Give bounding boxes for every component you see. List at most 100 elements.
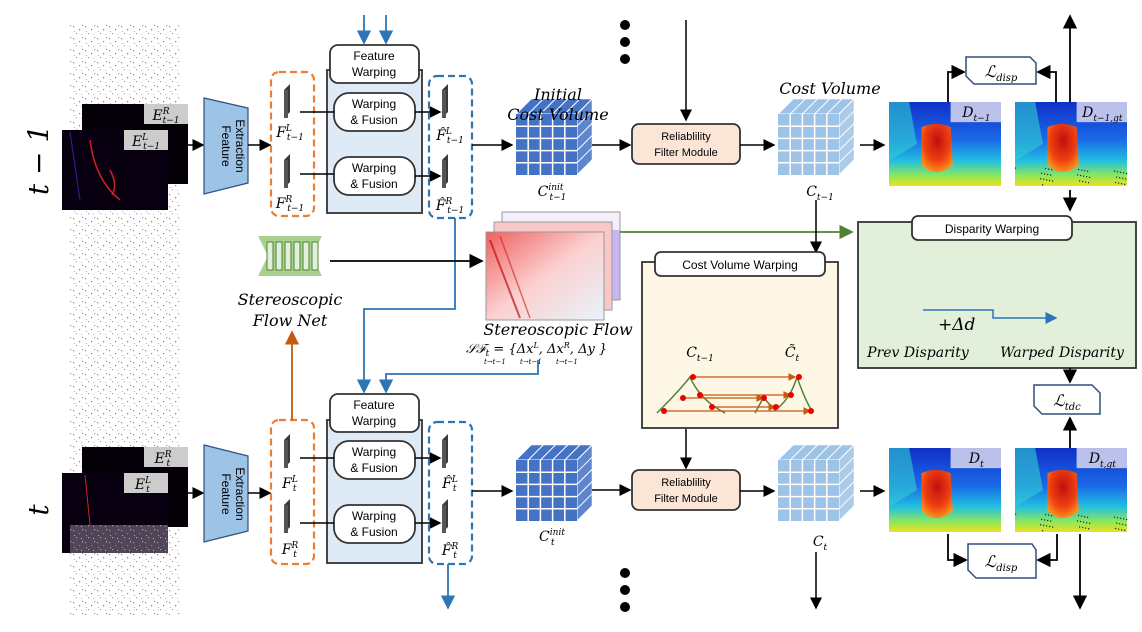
cost-volume-label-prev: Ct−1 (806, 184, 834, 203)
cost-volume-curr (776, 443, 856, 523)
depth-map-curr-pred-label: Dt (968, 451, 984, 470)
svg-text:& Fusion: & Fusion (350, 461, 397, 475)
ellipsis-bottom (620, 568, 630, 612)
stereo-flow-title: Stereoscopic Flow (483, 320, 633, 339)
cost-volume-curr-init (514, 443, 594, 523)
svg-text:& Fusion: & Fusion (350, 525, 397, 539)
feature-extraction-label-2: Extraction (233, 467, 247, 520)
svg-text:ℒtdc: ℒtdc (1053, 391, 1081, 413)
cost-volume-prev (776, 97, 856, 177)
feature-extraction-prev: Feature Extraction (203, 97, 249, 195)
depth-map-curr-gt-label: Dt,gt (1088, 451, 1116, 470)
cost-volume-title: Cost Volume (779, 79, 880, 98)
ellipsis-top (620, 20, 630, 64)
cv-warp-label-prev: Ct−1 (686, 345, 714, 364)
svg-text:Reliablility: Reliablility (661, 477, 711, 489)
prev-disparity-caption: Prev Disparity (866, 345, 970, 361)
disparity-warping-panel: Disparity Warping (857, 215, 1137, 369)
timestep-prev-label: t − 1 (22, 125, 55, 195)
cost-volume-warping-title: Cost Volume Warping (682, 258, 798, 272)
feature-warping-title-2: Warping (352, 65, 396, 79)
feature-warping-title-2: Warping (352, 414, 396, 428)
depth-map-prev-pred: Dt−1 (889, 102, 1001, 186)
warping-fusion-block (333, 440, 416, 480)
stereo-flow-sub-2: t→t−1 (520, 358, 542, 366)
cost-volume-label-curr: Ct (813, 534, 828, 553)
feature-warping-prev: Feature Warping Warping & Fusion Warping… (326, 44, 423, 214)
warped-disparity-caption: Warped Disparity (1000, 345, 1125, 361)
feature-warping-title-1: Feature (353, 49, 395, 63)
initial-cost-volume-title-2: Cost Volume (507, 105, 608, 124)
svg-text:Filter Module: Filter Module (654, 493, 718, 505)
svg-text:ℒdisp: ℒdisp (985, 62, 1018, 84)
warping-fusion-block (333, 504, 416, 544)
feature-extraction-curr: Feature Extraction (203, 444, 249, 543)
cost-volume-warp-curves (656, 373, 814, 415)
feature-extraction-label-1: Feature (219, 125, 233, 167)
svg-text:Reliablility: Reliablility (661, 131, 711, 143)
warped-features-curr-group (427, 420, 474, 566)
loss-disp-top: ℒdisp (965, 56, 1037, 85)
svg-text:Warping: Warping (352, 509, 396, 523)
depth-map-prev-gt-label: Dt−1,gt (1081, 105, 1123, 124)
depth-map-curr-pred: Dt (889, 448, 1001, 532)
cost-volume-prev-init (514, 97, 594, 177)
warped-feature-map-prev-right (442, 154, 448, 188)
cv-warp-label-warped: C̃t (785, 343, 800, 364)
warped-features-prev-group (427, 74, 474, 220)
feature-map-prev-left (284, 84, 290, 118)
svg-text:Filter Module: Filter Module (654, 147, 718, 159)
warped-feature-map-curr-left (442, 434, 448, 468)
reliability-filter-curr: Reliablility Filter Module (631, 469, 741, 511)
feature-warping-curr: Feature Warping Warping & Fusion Warping… (326, 393, 423, 564)
depth-map-prev-pred-label: Dt−1 (961, 105, 990, 124)
features-prev-group (269, 70, 316, 218)
svg-text:& Fusion: & Fusion (350, 177, 397, 191)
warped-feature-map-prev-left (442, 84, 448, 118)
timestep-curr-label: t (22, 504, 55, 516)
warped-feature-map-curr-right (442, 499, 448, 533)
stereo-flow-net-icon (258, 236, 322, 276)
initial-cost-volume-title-1: Initial (533, 85, 582, 104)
feature-map-curr-left (284, 434, 290, 468)
depth-map-curr-gt: Dt,gt (1015, 448, 1128, 532)
svg-text:& Fusion: & Fusion (350, 113, 397, 127)
stereo-flow-net-label-1: Stereoscopic (238, 290, 343, 309)
svg-text:ℒdisp: ℒdisp (985, 552, 1018, 574)
cost-volume-warping-panel: Cost Volume Warping (641, 251, 839, 429)
feature-map-prev-right (284, 154, 290, 188)
stereo-flow-sub-1: t→t−1 (484, 358, 506, 366)
loss-disp-bottom: ℒdisp (967, 543, 1037, 579)
stereo-flow-formula: 𝒮ℱt = {ΔxL, ΔxR, Δy } (466, 341, 607, 359)
feature-warping-title-1: Feature (353, 398, 395, 412)
stereo-flow-sub-3: t→t−1 (556, 358, 578, 366)
svg-text:Warping: Warping (352, 445, 396, 459)
depth-map-prev-gt: Dt−1,gt (1015, 102, 1128, 186)
feature-map-curr-right (284, 499, 290, 533)
feature-extraction-label-1: Feature (219, 473, 233, 515)
loss-tdc: ℒtdc (1033, 384, 1101, 415)
svg-text:Warping: Warping (352, 97, 396, 111)
reliability-filter-prev: Reliablility Filter Module (631, 123, 741, 165)
stereo-flow-net-label-2: Flow Net (252, 311, 328, 330)
disparity-warping-title: Disparity Warping (945, 222, 1039, 236)
feature-extraction-label-2: Extraction (233, 119, 247, 172)
delta-d-label: +Δd (938, 315, 976, 335)
svg-text:Warping: Warping (352, 161, 396, 175)
